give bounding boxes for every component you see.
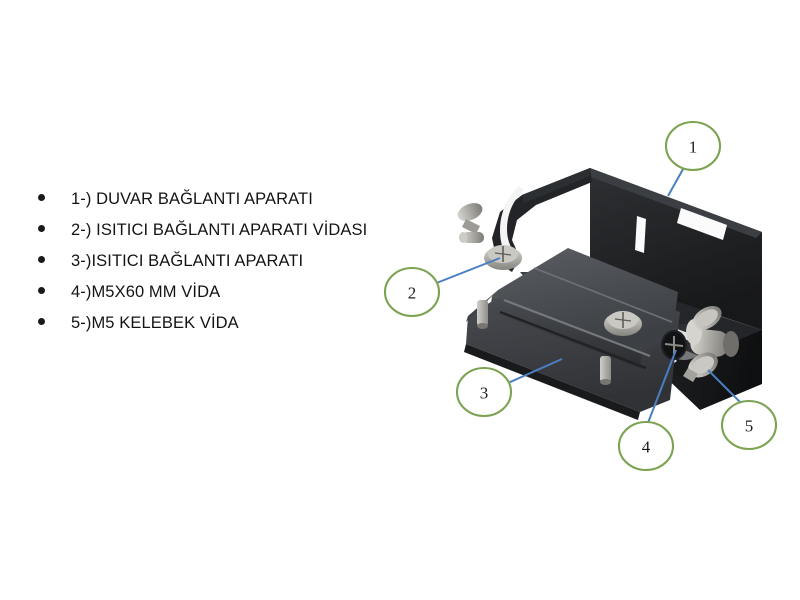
callout-2-number: 2 — [408, 284, 417, 303]
callout-5-number: 5 — [745, 417, 754, 436]
m5x60-bolt — [661, 330, 687, 360]
rail-side-face — [490, 296, 642, 368]
left-wing-screw-assembly — [457, 203, 484, 243]
leader-line-2 — [433, 257, 501, 285]
legend-item-label: 3-)ISITICI BAĞLANTI APARATI — [71, 252, 304, 270]
rail-groove-top — [533, 267, 673, 323]
rail-groove-lower — [499, 310, 647, 370]
upper-wing-disc — [692, 306, 722, 330]
list-item: 1-) DUVAR BAĞLANTI APARATI — [16, 190, 396, 221]
bracket-screw-lower — [604, 311, 642, 336]
heater-bracket-screws — [477, 245, 642, 385]
back-panel-top-edge — [588, 168, 762, 238]
callout-4[interactable]: 4 — [617, 420, 675, 472]
bullet-icon — [38, 318, 45, 325]
leader-line-3 — [507, 358, 563, 384]
rail-base-bottom-edge — [464, 344, 640, 420]
bracket-screw-upper — [484, 245, 522, 270]
list-item: 2-) ISITICI BAĞLANTI APARATI VİDASI — [16, 221, 396, 252]
legend-item-label: 4-)M5X60 MM VİDA — [71, 283, 221, 301]
bullet-icon — [38, 225, 45, 232]
wing-screw-tab — [683, 368, 698, 382]
callout-3-number: 3 — [480, 384, 489, 403]
bullet-icon — [38, 287, 45, 294]
left-screw-shaft-cap — [459, 232, 467, 243]
legend-item-label: 5-)M5 KELEBEK VİDA — [71, 314, 239, 332]
callout-1-number: 1 — [689, 138, 698, 157]
callout-1[interactable]: 1 — [664, 120, 722, 172]
legend-item-label: 1-) DUVAR BAĞLANTI APARATI — [71, 190, 313, 208]
leader-line-4 — [645, 349, 677, 429]
left-wing-screw-wing — [462, 219, 480, 234]
left-screw-shaft — [462, 232, 484, 243]
bullet-icon — [38, 256, 45, 263]
callout-3[interactable]: 3 — [455, 366, 513, 418]
back-panel-slot-left — [635, 216, 646, 253]
left-flange-arc-slot — [500, 186, 524, 255]
rail-groove-upper — [503, 298, 651, 358]
callout-4-number: 4 — [642, 438, 651, 457]
list-item: 5-)M5 KELEBEK VİDA — [16, 314, 396, 345]
back-panel-slot-right — [677, 208, 727, 240]
right-hardware-cluster — [661, 306, 739, 382]
list-item: 3-)ISITICI BAĞLANTI APARATI — [16, 252, 396, 283]
legend-item-label: 2-) ISITICI BAĞLANTI APARATI VİDASI — [71, 221, 368, 239]
list-item: 4-)M5X60 MM VİDA — [16, 283, 396, 314]
rail-pins — [477, 300, 611, 385]
callout-5[interactable]: 5 — [720, 399, 778, 451]
left-wing-screw-head — [457, 203, 483, 221]
parts-legend: 1-) DUVAR BAĞLANTI APARATI 2-) ISITICI B… — [16, 190, 396, 345]
bullet-icon — [38, 194, 45, 201]
top-band — [522, 168, 590, 203]
callout-2[interactable]: 2 — [383, 266, 441, 318]
back-panel — [590, 168, 762, 330]
